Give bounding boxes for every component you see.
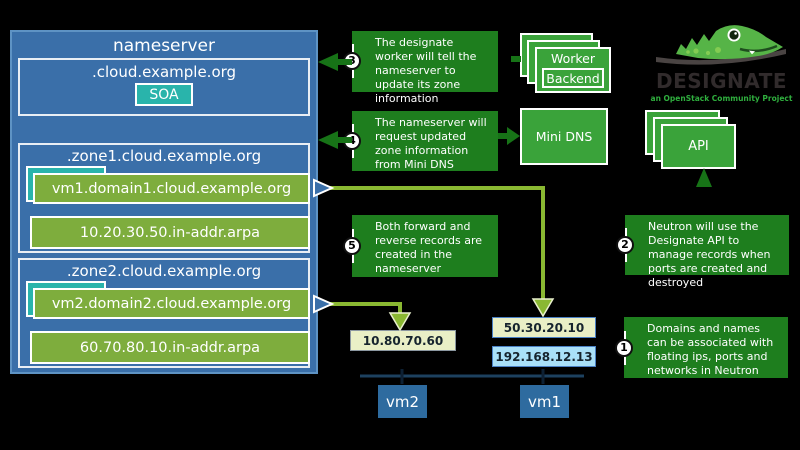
worker-label: Worker xyxy=(550,51,596,66)
zone1-forward-record: vm1.domain1.cloud.example.org xyxy=(33,173,310,204)
vm1-arrowhead-down-icon xyxy=(531,298,555,318)
note3-arrowhead-left-icon xyxy=(318,53,338,71)
note-step-4-text: The nameserver will request updated zone… xyxy=(375,116,487,172)
worker-box: Worker Backend xyxy=(535,47,611,93)
note4-minidns-arrow-tail xyxy=(498,133,507,139)
backend-box: Backend xyxy=(542,68,604,88)
zone1-box: .zone1.cloud.example.org vm1.domain1.clo… xyxy=(18,143,310,253)
note-step-5-text: Both forward and reverse records are cre… xyxy=(375,220,482,276)
vm2-box: vm2 xyxy=(378,385,427,418)
step-5-badge: 5 xyxy=(343,237,361,255)
zone1-title: .zone1.cloud.example.org xyxy=(66,147,262,165)
note-step-1-text: Domains and names can be associated with… xyxy=(647,322,774,378)
note4-arrowhead-right-icon xyxy=(507,127,520,145)
zone2-box: .zone2.cloud.example.org vm2.domain2.clo… xyxy=(18,258,310,368)
vm2-arrowhead-down-icon xyxy=(388,312,412,332)
vm2-ip-label: 10.80.70.60 xyxy=(350,330,456,351)
zone2-reverse-record: 60.70.80.10.in-addr.arpa xyxy=(30,331,310,364)
vm1-box: vm1 xyxy=(520,385,569,418)
zone2-forward-record: vm2.domain2.cloud.example.org xyxy=(33,288,310,319)
soa-record-box: SOA xyxy=(135,83,193,106)
note-step-3-text: The designate worker will tell the names… xyxy=(375,36,477,106)
step-1-badge: 1 xyxy=(615,339,633,357)
note-step-3: 3 The designate worker will tell the nam… xyxy=(343,31,498,105)
logo-subtitle: an OpenStack Community Project xyxy=(650,94,793,103)
note-step-1: 1 Domains and names can be associated wi… xyxy=(615,317,788,378)
note-step-5: 5 Both forward and reverse records are c… xyxy=(343,215,498,277)
vm1-floating-ip-label: 50.30.20.10 xyxy=(492,317,596,338)
mini-dns-box: Mini DNS xyxy=(520,108,608,165)
note-step-2-text: Neutron will use the Designate API to ma… xyxy=(648,220,771,290)
soa-zone-domain: .cloud.example.org xyxy=(91,63,237,81)
logo-title: DESIGNATE xyxy=(656,69,787,93)
vm2-record-to-ip-connector xyxy=(330,302,402,313)
nameserver-title: nameserver xyxy=(112,36,216,56)
step-2-badge: 2 xyxy=(616,236,634,254)
note-step-4: 4 The nameserver will request updated zo… xyxy=(343,111,498,172)
soa-zone-box: .cloud.example.org SOA xyxy=(18,58,310,116)
vm1-fixed-ip-label: 192.168.12.13 xyxy=(492,346,596,367)
nameserver-panel: nameserver .cloud.example.org SOA .zone1… xyxy=(10,30,318,374)
note4-arrowhead-left-icon xyxy=(318,131,338,149)
api-box: API xyxy=(661,124,736,169)
zone1-reverse-record: 10.20.30.50.in-addr.arpa xyxy=(30,216,310,249)
crocodile-logo-icon xyxy=(656,25,786,65)
note-step-2: 2 Neutron will use the Designate API to … xyxy=(616,215,789,289)
note2-arrowhead-up-icon xyxy=(696,168,712,187)
designate-logo: DESIGNATE an OpenStack Community Project xyxy=(648,6,795,103)
zone2-title: .zone2.cloud.example.org xyxy=(66,262,262,280)
step-3-badge: 3 xyxy=(343,52,361,70)
step-4-badge: 4 xyxy=(343,132,361,150)
